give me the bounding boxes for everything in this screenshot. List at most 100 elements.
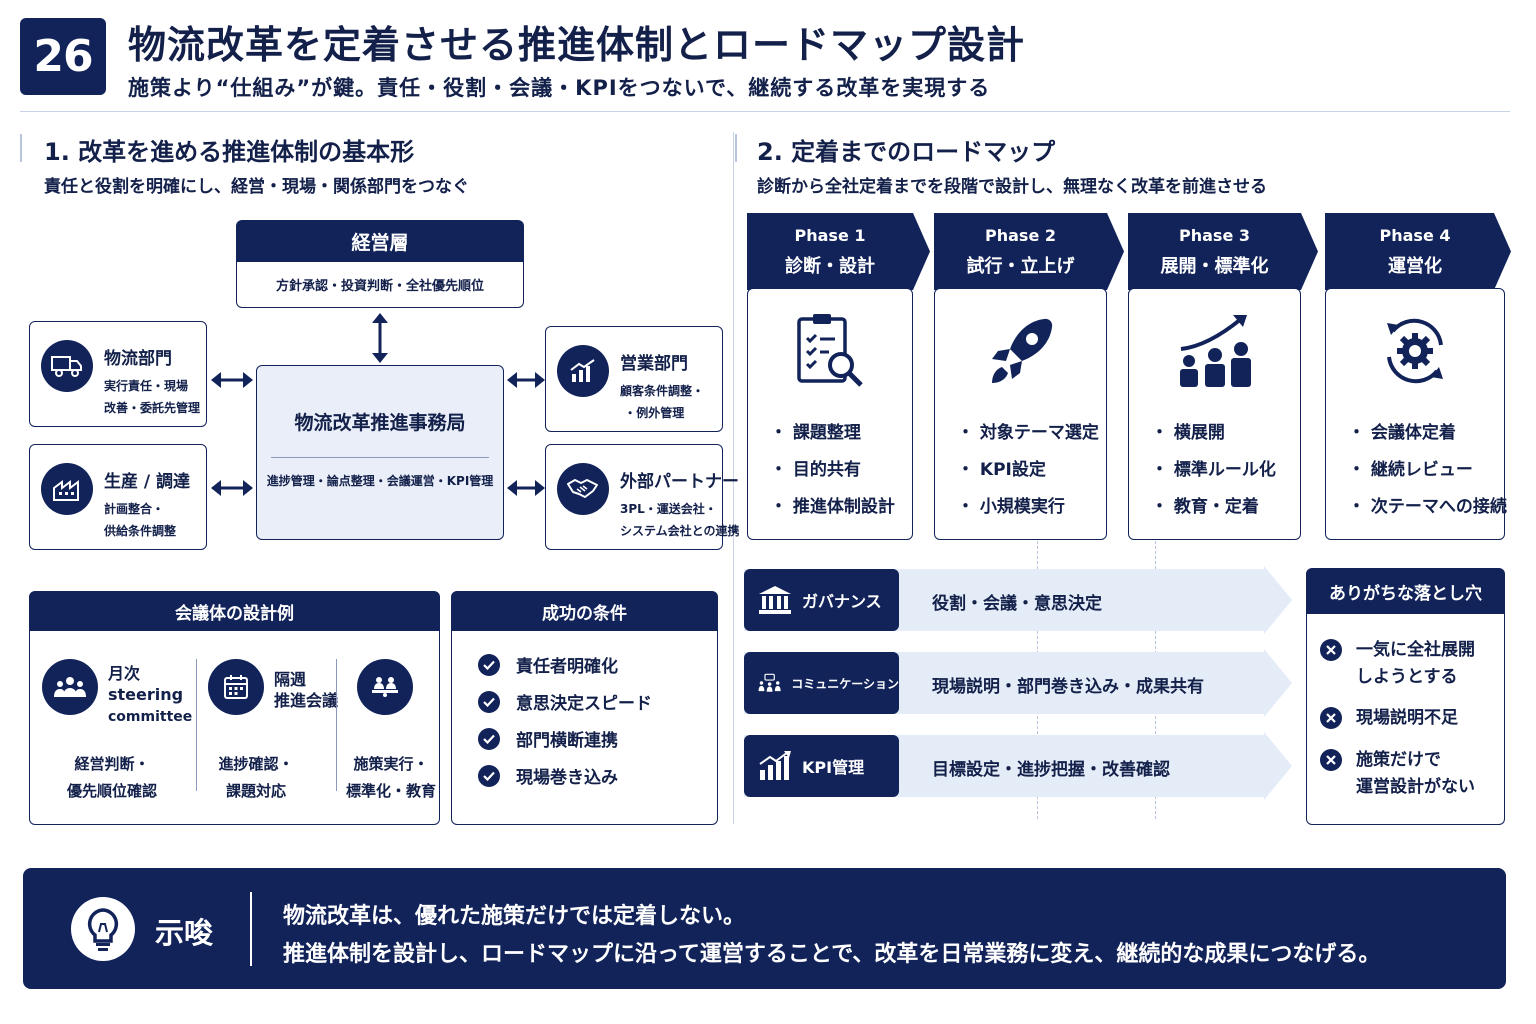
phase-1-card: ・ 課題整理・ 目的共有・ 推進体制設計 — [747, 288, 913, 540]
double-arrow — [507, 480, 545, 496]
pitfalls-header: ありがちな落とし穴 — [1306, 568, 1505, 614]
x-icon — [1320, 707, 1342, 729]
meeting-desc: 施策実行・標準化・教育 — [345, 755, 436, 800]
phase-3-chevron — [1128, 213, 1318, 290]
phase-items: ・ 会議体定着・ 継続レビュー・ 次テーマへの接続 — [1348, 423, 1507, 517]
management-box-header: 経営層 — [236, 220, 524, 262]
band-governance-label: ガバナンス — [744, 569, 899, 631]
condition-item: 意思決定スピード — [478, 689, 652, 714]
dept-desc: 顧客条件調整・ ・例外管理 — [620, 384, 705, 420]
x-icon — [1320, 749, 1342, 771]
dept-desc: 実行責任・現場改善・委託先管理 — [104, 379, 201, 415]
promotion-office-desc: 進捗管理・論点整理・会議運営・KPI管理 — [266, 474, 494, 488]
phase-items: ・ 課題整理・ 目的共有・ 推進体制設計 — [770, 423, 895, 517]
check-icon — [478, 764, 500, 787]
handshake-icon — [557, 463, 609, 515]
phase-3-card: ・ 横展開・ 標準ルール化・ 教育・定着 — [1128, 288, 1301, 540]
band-kpi-label: KPI管理 — [744, 735, 899, 797]
dept-desc: 3PL・運送会社・システム会社との連携 — [620, 502, 740, 538]
implication-text: 物流改革は、優れた施策だけでは定着しない。推進体制を設計し、ロードマップに沿って… — [283, 904, 1381, 967]
dept-production: 生産 / 調達 計画整合・供給条件調整 — [29, 444, 207, 550]
team-icon — [42, 659, 98, 715]
promotion-office-title: 物流改革推進事務局 — [294, 412, 466, 434]
meeting-name: 隔週推進会議 — [274, 670, 339, 710]
chart-icon — [557, 345, 609, 397]
dept-name: 営業部門 — [620, 354, 688, 374]
dept-name: 物流部門 — [104, 349, 172, 369]
meeting-working: 施策実行・標準化・教育 — [346, 659, 436, 800]
communication-icon — [758, 673, 781, 692]
column-divider — [733, 132, 734, 824]
rocket-icon — [935, 311, 1106, 391]
lightbulb-icon — [71, 897, 135, 961]
pitfall-item: 施策だけで運営設計がない — [1320, 747, 1475, 801]
calendar-icon — [208, 659, 264, 715]
band-kpi-text: 目標設定・進捗把握・改善確認 — [932, 760, 1170, 780]
page-title: 物流改革を定着させる推進体制とロードマップ設計 — [128, 23, 1026, 67]
truck-icon — [41, 340, 93, 392]
phase-2-card: ・ 対象テーマ選定・ KPI設定・ 小規模実行 — [934, 288, 1107, 540]
dept-sales: 営業部門 顧客条件調整・ ・例外管理 — [545, 326, 723, 432]
dept-desc: 計画整合・供給条件調整 — [104, 502, 177, 538]
slide-number: 26 — [20, 18, 106, 95]
dept-name: 外部パートナー — [620, 472, 739, 492]
meeting-desc: 進捗確認・課題対応 — [218, 755, 294, 800]
cycle-gear-icon — [1326, 311, 1504, 391]
clipboard-search-icon — [748, 311, 912, 391]
pitfall-item: 現場説明不足 — [1320, 705, 1458, 732]
band-governance-text: 役割・会議・意思決定 — [932, 594, 1102, 614]
phase-items: ・ 横展開・ 標準ルール化・ 教育・定着 — [1151, 423, 1276, 517]
section2-title: 2. 定着までのロードマップ — [757, 138, 1056, 166]
meeting-divider — [196, 659, 197, 791]
check-icon — [478, 690, 500, 713]
implication-banner: 示唆 物流改革は、優れた施策だけでは定着しない。推進体制を設計し、ロードマップに… — [23, 868, 1506, 989]
meeting-divider — [336, 659, 337, 791]
bank-icon — [759, 586, 791, 614]
header-divider — [20, 111, 1510, 112]
double-arrow — [507, 372, 545, 388]
phase-2-chevron — [934, 213, 1124, 290]
check-icon — [478, 653, 500, 676]
meetings-panel-header: 会議体の設計例 — [29, 591, 440, 631]
office-divider — [271, 457, 489, 458]
phase-4-card: ・ 会議体定着・ 継続レビュー・ 次テーマへの接続 — [1325, 288, 1507, 540]
section1-marker — [20, 134, 22, 162]
section2-marker — [735, 134, 737, 162]
phase-1-chevron — [747, 213, 930, 290]
meeting-biweekly: 隔週推進会議 進捗確認・課題対応 — [196, 659, 338, 800]
phase-4-chevron — [1325, 213, 1511, 290]
conditions-panel-header: 成功の条件 — [451, 591, 718, 631]
promotion-office-box: 物流改革推進事務局 進捗管理・論点整理・会議運営・KPI管理 — [256, 365, 504, 540]
section1-subtitle: 責任と役割を明確にし、経営・現場・関係部門をつなぐ — [44, 177, 469, 197]
management-box-desc: 方針承認・投資判断・全社優先順位 — [236, 262, 524, 308]
meeting-desc: 経営判断・優先順位確認 — [66, 755, 157, 800]
double-arrow — [211, 372, 253, 388]
dept-external-partner: 外部パートナー 3PL・運送会社・システム会社との連携 — [545, 444, 740, 550]
condition-item: 責任者明確化 — [478, 652, 618, 677]
footer-divider — [250, 892, 252, 966]
condition-item: 現場巻き込み — [478, 763, 618, 788]
check-icon — [478, 727, 500, 750]
meeting-icon — [357, 659, 413, 715]
page-subtitle: 施策より“仕組み”が鍵。責任・役割・会議・KPIをつないで、継続する改革を実現す… — [128, 76, 991, 100]
vertical-arrow — [372, 313, 388, 363]
factory-icon — [41, 463, 93, 515]
section1-title: 1. 改革を進める推進体制の基本形 — [44, 138, 415, 166]
condition-item: 部門横断連携 — [478, 726, 618, 751]
dept-name: 生産 / 調達 — [104, 472, 191, 492]
section2-subtitle: 診断から全社定着までを段階で設計し、無理なく改革を前進させる — [757, 177, 1267, 197]
pitfalls-panel: 一気に全社展開しようとする 現場説明不足 施策だけで運営設計がない — [1306, 614, 1505, 825]
conditions-panel: 責任者明確化 意思決定スピード 部門横断連携 現場巻き込み — [451, 631, 718, 825]
implication-label: 示唆 — [155, 916, 214, 950]
kpi-chart-icon — [759, 751, 791, 780]
phase-items: ・ 対象テーマ選定・ KPI設定・ 小規模実行 — [957, 423, 1099, 517]
dept-logistics: 物流部門 実行責任・現場改善・委託先管理 — [29, 321, 207, 427]
pitfall-item: 一気に全社展開しようとする — [1320, 637, 1475, 691]
double-arrow — [211, 480, 253, 496]
